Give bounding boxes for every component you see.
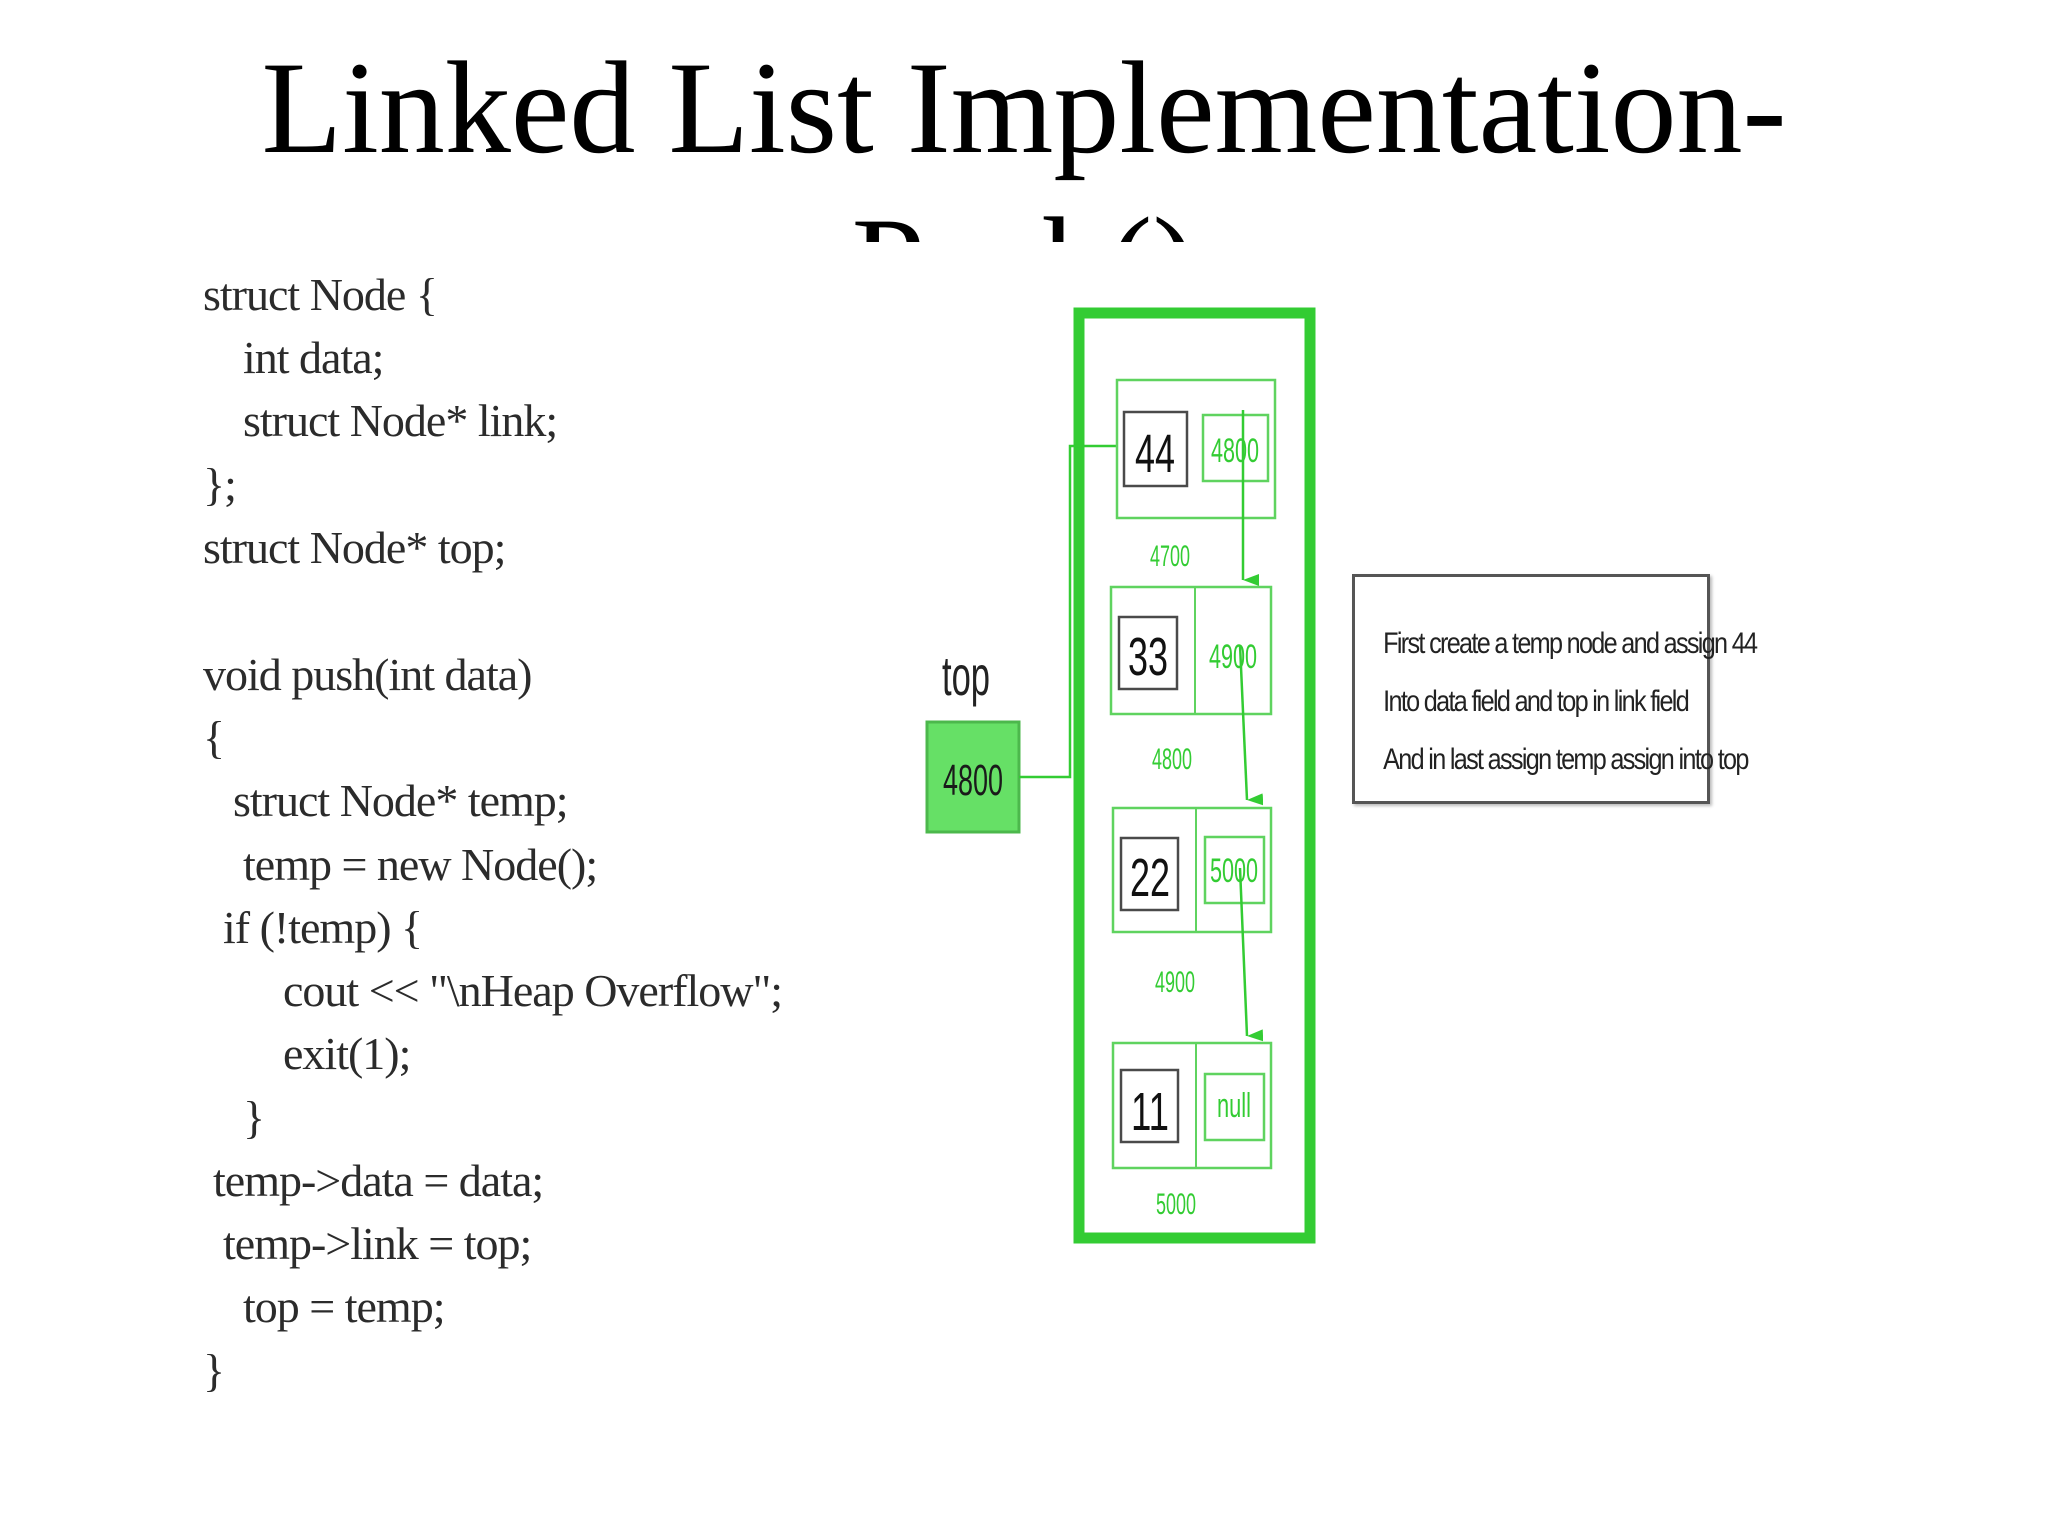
node-data-value: 11	[1131, 1082, 1169, 1142]
code-line: if (!temp) {	[223, 902, 423, 953]
stack-node: 11 null 5000	[1111, 1041, 1273, 1221]
node-link-value: 5000	[1210, 852, 1258, 890]
node-link-box	[1201, 413, 1270, 483]
title-area: Linked List Implementation- Push()	[0, 0, 2048, 242]
node-data-box	[1117, 615, 1179, 691]
code-line: };	[203, 459, 237, 510]
top-pointer-box	[925, 720, 1021, 834]
top-pointer-value: 4800	[943, 756, 1003, 805]
node-data-box	[1122, 410, 1189, 488]
stack-node: 22 5000 4900	[1111, 806, 1273, 999]
code-line: {	[203, 712, 225, 763]
code-line: struct Node* temp;	[233, 775, 569, 826]
node-link-value: null	[1217, 1087, 1251, 1125]
node-link-box	[1203, 835, 1266, 905]
node-address: 4800	[1152, 743, 1192, 776]
node-address: 4700	[1150, 540, 1190, 573]
node-data-value: 33	[1128, 627, 1168, 687]
note-line: First create a temp node and assign 44	[1383, 627, 1758, 660]
top-label: top	[942, 644, 990, 707]
code-line: struct Node* link;	[243, 395, 558, 446]
node-frame	[1109, 585, 1273, 716]
code-line: struct Node {	[203, 269, 438, 320]
code-line: }	[243, 1092, 265, 1143]
explanation-note: First create a temp node and assign 44 I…	[1352, 574, 1758, 804]
slide-title: Linked List Implementation- Push()	[0, 0, 2048, 242]
code-line: struct Node* top;	[203, 522, 506, 573]
node-link-value: 4800	[1211, 432, 1259, 470]
node-address: 4900	[1155, 966, 1195, 999]
code-line: temp = new Node();	[243, 839, 598, 890]
node-frame	[1111, 806, 1273, 934]
node-frame	[1111, 1041, 1273, 1170]
note-line: And in last assign temp assign into top	[1383, 743, 1749, 776]
stack-container	[1073, 307, 1316, 1244]
code-line: int data;	[243, 332, 384, 383]
link-arrow	[1238, 644, 1264, 806]
code-line: cout << "\nHeap Overflow";	[283, 965, 783, 1016]
stack-node: 44 4800 4700	[1115, 378, 1277, 573]
code-line: exit(1);	[283, 1028, 411, 1079]
link-arrow	[1238, 867, 1264, 1042]
node-data-box	[1119, 1068, 1180, 1144]
node-data-value: 44	[1135, 424, 1175, 484]
node-link-value: 4900	[1209, 638, 1257, 676]
code-line: temp->data = data;	[213, 1155, 544, 1206]
code-line: temp->link = top;	[223, 1218, 532, 1269]
top-pointer-line	[1019, 444, 1118, 779]
node-address: 5000	[1156, 1188, 1196, 1221]
code-line: void push(int data)	[203, 649, 532, 700]
stack-node: 33 4900 4800	[1109, 585, 1273, 776]
node-data-box	[1119, 836, 1180, 912]
slide-title-line-1: Linked List Implementation-	[261, 34, 1787, 181]
note-line: Into data field and top in link field	[1383, 685, 1690, 718]
node-frame	[1115, 378, 1277, 520]
node-data-value: 22	[1130, 848, 1170, 908]
code-line: }	[203, 1345, 225, 1396]
slide-title-line-2: Push()	[852, 190, 1197, 242]
code-line: top = temp;	[243, 1281, 445, 1332]
node-link-box	[1203, 1072, 1266, 1142]
